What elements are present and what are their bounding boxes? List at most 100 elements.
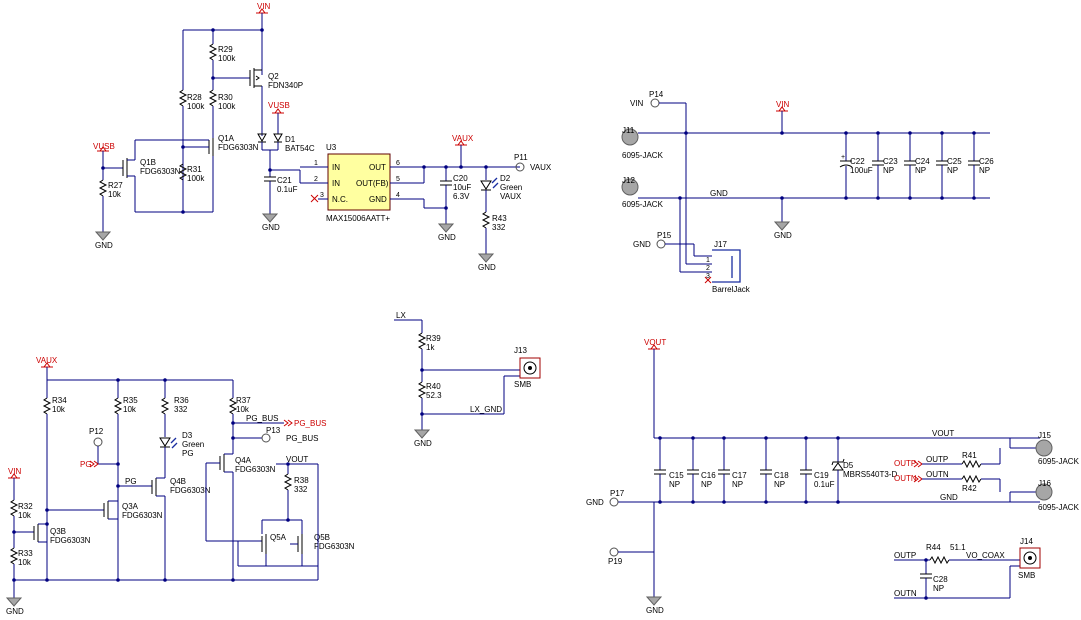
j17-pin3: 3: [706, 273, 710, 280]
c22-ref: C22: [850, 157, 865, 166]
c24-value: NP: [915, 166, 926, 175]
c21-value: 0.1uF: [277, 185, 298, 194]
jack-j16[interactable]: [1035, 483, 1053, 501]
c16-ref: C16: [701, 471, 716, 480]
net-vusb-label-d1: VUSB: [268, 101, 290, 110]
outp-coax-label: OUTP: [894, 551, 916, 560]
r38-value: 332: [294, 485, 308, 494]
testpoint-p14[interactable]: [650, 98, 660, 108]
p15-net: GND: [633, 240, 651, 249]
net-vin-label-top: VIN: [257, 2, 271, 11]
r41-ref: R41: [962, 451, 977, 460]
u3-pin2-num: 2: [314, 176, 318, 183]
q3b-value: FDG6303N: [50, 536, 91, 545]
outn-net-label: OUTN: [926, 470, 949, 479]
net-outn-port: OUTN: [894, 474, 917, 483]
q3b-ref: Q3B: [50, 527, 66, 536]
c23-ref: C23: [883, 157, 898, 166]
c28-ref: C28: [933, 575, 948, 584]
jack-j11[interactable]: [621, 128, 639, 146]
q5b-ref: Q5B: [314, 533, 330, 542]
r36-value: 332: [174, 405, 188, 414]
c28-value: NP: [933, 584, 944, 593]
j16-ref: J16: [1038, 479, 1051, 488]
c26-ref: C26: [979, 157, 994, 166]
r40-value: 52.3: [426, 391, 442, 400]
j17-value: BarrelJack: [712, 285, 751, 294]
p13-net: PG_BUS: [286, 434, 318, 443]
net-vaux-label-top: VAUX: [452, 134, 474, 143]
j17-pin2: 2: [706, 265, 710, 272]
r34-ref: R34: [52, 396, 67, 405]
gnd-label-3: GND: [438, 233, 456, 242]
r35-value: 10k: [123, 405, 137, 414]
d1-value: BAT54C: [285, 144, 315, 153]
jack-j15[interactable]: [1035, 439, 1053, 457]
lx-network: LX R39 1k R40 52.3 LX_GND GND J13 SMB: [394, 311, 541, 448]
net-pg-bus-port: PG_BUS: [294, 419, 326, 428]
d1-ref: D1: [285, 135, 296, 144]
testpoint-p15[interactable]: [656, 239, 666, 249]
q1a-value: FDG6303N: [218, 143, 259, 152]
r44-ref: R44: [926, 543, 941, 552]
net-vusb-label-left: VUSB: [93, 142, 115, 151]
vout-net-label: VOUT: [932, 429, 954, 438]
r29-value: 100k: [218, 54, 236, 63]
q2-ref: Q2: [268, 72, 279, 81]
gnd-symbol-1: [94, 231, 112, 241]
r37-value: 10k: [236, 405, 250, 414]
jack-j12[interactable]: [621, 178, 639, 196]
j11-ref: J11: [622, 126, 635, 135]
r39-ref: R39: [426, 334, 441, 343]
net-vout-label-left: VOUT: [286, 455, 308, 464]
c22-polarity: +: [841, 154, 845, 161]
testpoint-p19[interactable]: [609, 547, 619, 557]
r30-value: 100k: [218, 102, 236, 111]
gnd-symbol-8: [645, 596, 663, 606]
r28-ref: R28: [187, 93, 202, 102]
r36-ref: R36: [174, 396, 189, 405]
r34-value: 10k: [52, 405, 66, 414]
p14-net: VIN: [630, 99, 644, 108]
u3-pin3-num: 3: [320, 192, 324, 199]
gnd-symbol-4: [477, 253, 495, 263]
c20-voltage: 6.3V: [453, 192, 470, 201]
net-outp-port: OUTP: [894, 459, 916, 468]
r28-value: 100k: [187, 102, 205, 111]
c15-value: NP: [669, 480, 680, 489]
power-good-logic: VAUX R34 10k R35 10k P12 PG PG R36 332: [5, 356, 355, 616]
q5b-value: FDG6303N: [314, 542, 355, 551]
gnd-symbol-6: [413, 429, 431, 439]
r38-ref: R38: [294, 476, 309, 485]
testpoint-p12[interactable]: [93, 437, 103, 447]
testpoint-p11[interactable]: [515, 162, 525, 172]
outp-net-label: OUTP: [926, 455, 948, 464]
d2-value2: VAUX: [500, 192, 522, 201]
c23-value: NP: [883, 166, 894, 175]
net-lx-label: LX: [396, 311, 406, 320]
testpoint-p13[interactable]: [261, 433, 271, 443]
gnd-label-5: GND: [774, 231, 792, 240]
gnd-label-2: GND: [262, 223, 280, 232]
net-vout-label-right: VOUT: [644, 338, 666, 347]
u3-pin1-name: IN: [332, 163, 340, 172]
net-vin-label-bottom: VIN: [8, 467, 22, 476]
u3-pin3-name: N.C.: [332, 195, 348, 204]
q1b-value: FDG6303N: [140, 167, 181, 176]
r35-ref: R35: [123, 396, 138, 405]
c21-ref: C21: [277, 176, 292, 185]
r30-ref: R30: [218, 93, 233, 102]
c24-ref: C24: [915, 157, 930, 166]
d3-value2: PG: [182, 449, 194, 458]
barrel-jack-j17[interactable]: [712, 249, 741, 283]
testpoint-p17[interactable]: [609, 497, 619, 507]
net-vaux-label-left: VAUX: [36, 356, 58, 365]
gnd-label-8: GND: [646, 606, 664, 615]
p13-label: P13: [266, 426, 281, 435]
q4a-value: FDG6303N: [235, 465, 276, 474]
net-lx-gnd-label: LX_GND: [470, 405, 502, 414]
gnd-net-label-bottom: GND: [940, 493, 958, 502]
vo-coax-label: VO_COAX: [966, 551, 1005, 560]
p12-label: P12: [89, 427, 104, 436]
